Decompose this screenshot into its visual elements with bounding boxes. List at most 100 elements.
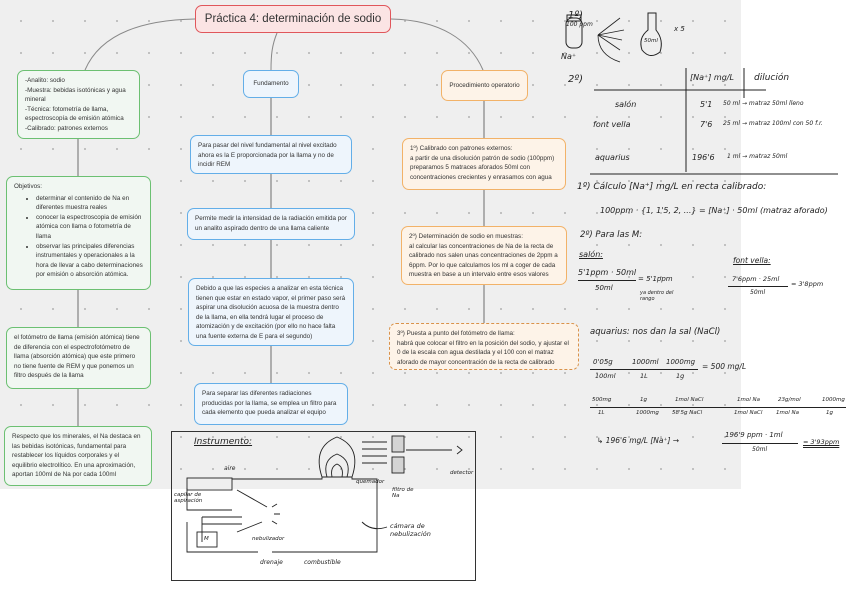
- label-detector: detector: [450, 470, 474, 476]
- difference-node[interactable]: el fotómetro de llama (emisión atómica) …: [6, 327, 151, 389]
- font-numerator: 7'6ppm · 25ml: [732, 275, 780, 283]
- connector-title-left: [84, 18, 196, 71]
- fraction-bar: [728, 286, 788, 287]
- objectives-heading: Objetivos:: [14, 183, 42, 190]
- salon-note: ya dentro del rango: [640, 290, 674, 302]
- step-node[interactable]: 3º) Puesta a punto del fotómetro de llam…: [389, 323, 579, 370]
- flask-count: x 5: [674, 25, 685, 33]
- table-cell: 7'6: [700, 120, 713, 129]
- summary-line: -Calibrado: patrones externos: [25, 124, 108, 132]
- aq3-den: 50ml: [752, 446, 768, 453]
- summary-line: -Analito: sodio: [25, 77, 65, 84]
- step-node[interactable]: 2º) Determinación de sodio en muestras: …: [401, 226, 567, 285]
- salon-numerator: 5'1ppm · 50ml: [578, 268, 637, 277]
- instrument-sketch: Instrumento: aire capilar de aspiración …: [171, 431, 476, 581]
- salon-result: = 5'1ppm: [638, 275, 673, 283]
- label-nebulizador: nebulizador: [252, 536, 285, 542]
- step-heading: 2º) Determinación de sodio en muestras:: [409, 233, 523, 240]
- aq3-left: ↳ 196'6 mg/L [Na⁺] →: [597, 436, 680, 445]
- fundamento-item-node[interactable]: Permite medir la intensidad de la radiac…: [187, 208, 355, 240]
- summary-line: -Muestra: bebidas isotónicas y agua mine…: [25, 86, 126, 104]
- instrument-diagram: [186, 435, 463, 553]
- calc-line: 100ppm · {1, 1'5, 2, ...} = [Na⁺] · 50ml…: [600, 206, 828, 215]
- table-cell: aquarius: [595, 153, 630, 162]
- aq2-den: 1000mg: [636, 410, 659, 416]
- fundamento-node[interactable]: Fundamento: [243, 70, 299, 98]
- font-label: font vella:: [733, 256, 771, 265]
- fundamento-item-text: Para pasar del nivel fundamental al nive…: [198, 142, 337, 169]
- fraction-bar: [578, 280, 636, 281]
- bottle-label: Na⁺: [561, 52, 577, 61]
- font-result: = 3'8ppm: [791, 280, 824, 288]
- filter-top: [391, 435, 405, 453]
- fraction-bar: [590, 369, 698, 370]
- dilution-table-lines: [590, 68, 838, 175]
- fundamento-label: Fundamento: [253, 80, 289, 88]
- aq1-den: 1L: [640, 372, 648, 380]
- bottle-concentration: 100 ppm: [566, 21, 593, 28]
- salon-denominator: 50ml: [595, 284, 613, 292]
- label-filtro: filtro de Na: [392, 487, 414, 499]
- step-node[interactable]: 1º) Calibrado con patrones externos: a p…: [402, 138, 566, 190]
- label-capilar: capilar de aspiración: [174, 492, 203, 504]
- flame-icon: [318, 436, 356, 478]
- aquarius-label: aquarius: nos dan la sal (NaCl): [590, 327, 721, 337]
- pipette-icon: [597, 17, 625, 63]
- fundamento-item-node[interactable]: Para separar las diferentes radiaciones …: [194, 383, 348, 425]
- step-text: al calcular las concentraciones de Na de…: [409, 242, 558, 279]
- summary-line: -Técnica: fotometría de llama, espectros…: [25, 105, 124, 123]
- step-text: a partir de una disolución patrón de sod…: [410, 154, 555, 181]
- fraction-bar: [590, 407, 846, 408]
- fundamento-item-node[interactable]: Debido a que las especies a analizar en …: [188, 278, 354, 346]
- mindmap-title: Práctica 4: determinación de sodio: [204, 13, 382, 25]
- air-inlet: [186, 477, 233, 491]
- summary-node[interactable]: -Analito: sodio -Muestra: bebidas isotón…: [17, 70, 140, 139]
- aq2-num: 500mg: [592, 397, 612, 403]
- minerals-node[interactable]: Respecto que los minerales, el Na destac…: [4, 426, 152, 486]
- filter-bottom: [391, 456, 405, 474]
- aq2-num: 23g/mol: [778, 397, 801, 403]
- flask-icon: [640, 12, 662, 56]
- objective-item: conocer la espectroscopia de emisión ató…: [36, 213, 143, 242]
- aq1-den: 1g: [676, 372, 685, 380]
- aq2-den: 1mol Na: [776, 410, 799, 416]
- aq1-num: 0'05g: [593, 358, 613, 366]
- label-quemador: quemador: [356, 479, 385, 485]
- table-header: [Na⁺] mg/L: [690, 73, 734, 82]
- sample-beaker: [196, 531, 218, 548]
- font-denominator: 50ml: [750, 289, 766, 296]
- table-cell: 1 ml → matraz 50ml: [727, 153, 788, 160]
- label-combustible: combustible: [304, 559, 341, 566]
- label-camara: cámara de nebulización: [390, 522, 431, 538]
- procedimiento-node[interactable]: Procedimiento operatorio: [441, 70, 528, 101]
- aq2-den: 1L: [598, 410, 605, 416]
- fundamento-item-node[interactable]: Para pasar del nivel fundamental al nive…: [190, 135, 352, 174]
- label-drenaje: drenaje: [260, 559, 283, 566]
- nebulizer-icon: [236, 489, 280, 533]
- fraction-bar: [722, 443, 798, 444]
- aq1-num: 1000ml: [632, 358, 659, 366]
- objectives-node[interactable]: Objetivos: determinar el contenido de Na…: [6, 176, 151, 290]
- mindmap-title-node[interactable]: Práctica 4: determinación de sodio: [195, 5, 391, 33]
- aq3-num: 196'9 ppm · 1ml: [725, 431, 783, 439]
- connector-title-middle: [270, 32, 278, 71]
- table-cell: 5'1: [700, 100, 713, 109]
- bottle-cap-icon: [566, 14, 582, 22]
- table-cell: 25 ml → matraz 100ml con 50 f.r.: [723, 120, 823, 127]
- objective-item: determinar el contenido de Na en diferen…: [36, 194, 143, 213]
- label-muestra: M: [204, 536, 209, 542]
- instrument-title: Instrumento:: [194, 437, 253, 447]
- objective-item: observar las principales diferencias ins…: [36, 242, 143, 280]
- aq1-den: 100ml: [595, 372, 616, 380]
- step-heading: 3º) Puesta a punto del fotómetro de llam…: [397, 330, 515, 337]
- fundamento-item-text: Para separar las diferentes radiaciones …: [202, 390, 337, 417]
- aq3-result: = 3'93ppm: [803, 438, 840, 446]
- table-cell: font vella: [593, 120, 631, 129]
- aq1-num: 1000mg: [666, 358, 696, 366]
- fundamento-item-text: Debido a que las especies a analizar en …: [196, 285, 346, 340]
- aq2-num: 1g: [640, 397, 647, 403]
- bottle-icon: [565, 17, 583, 49]
- chamber-outline: [186, 476, 378, 553]
- detector-arrow: [406, 445, 463, 455]
